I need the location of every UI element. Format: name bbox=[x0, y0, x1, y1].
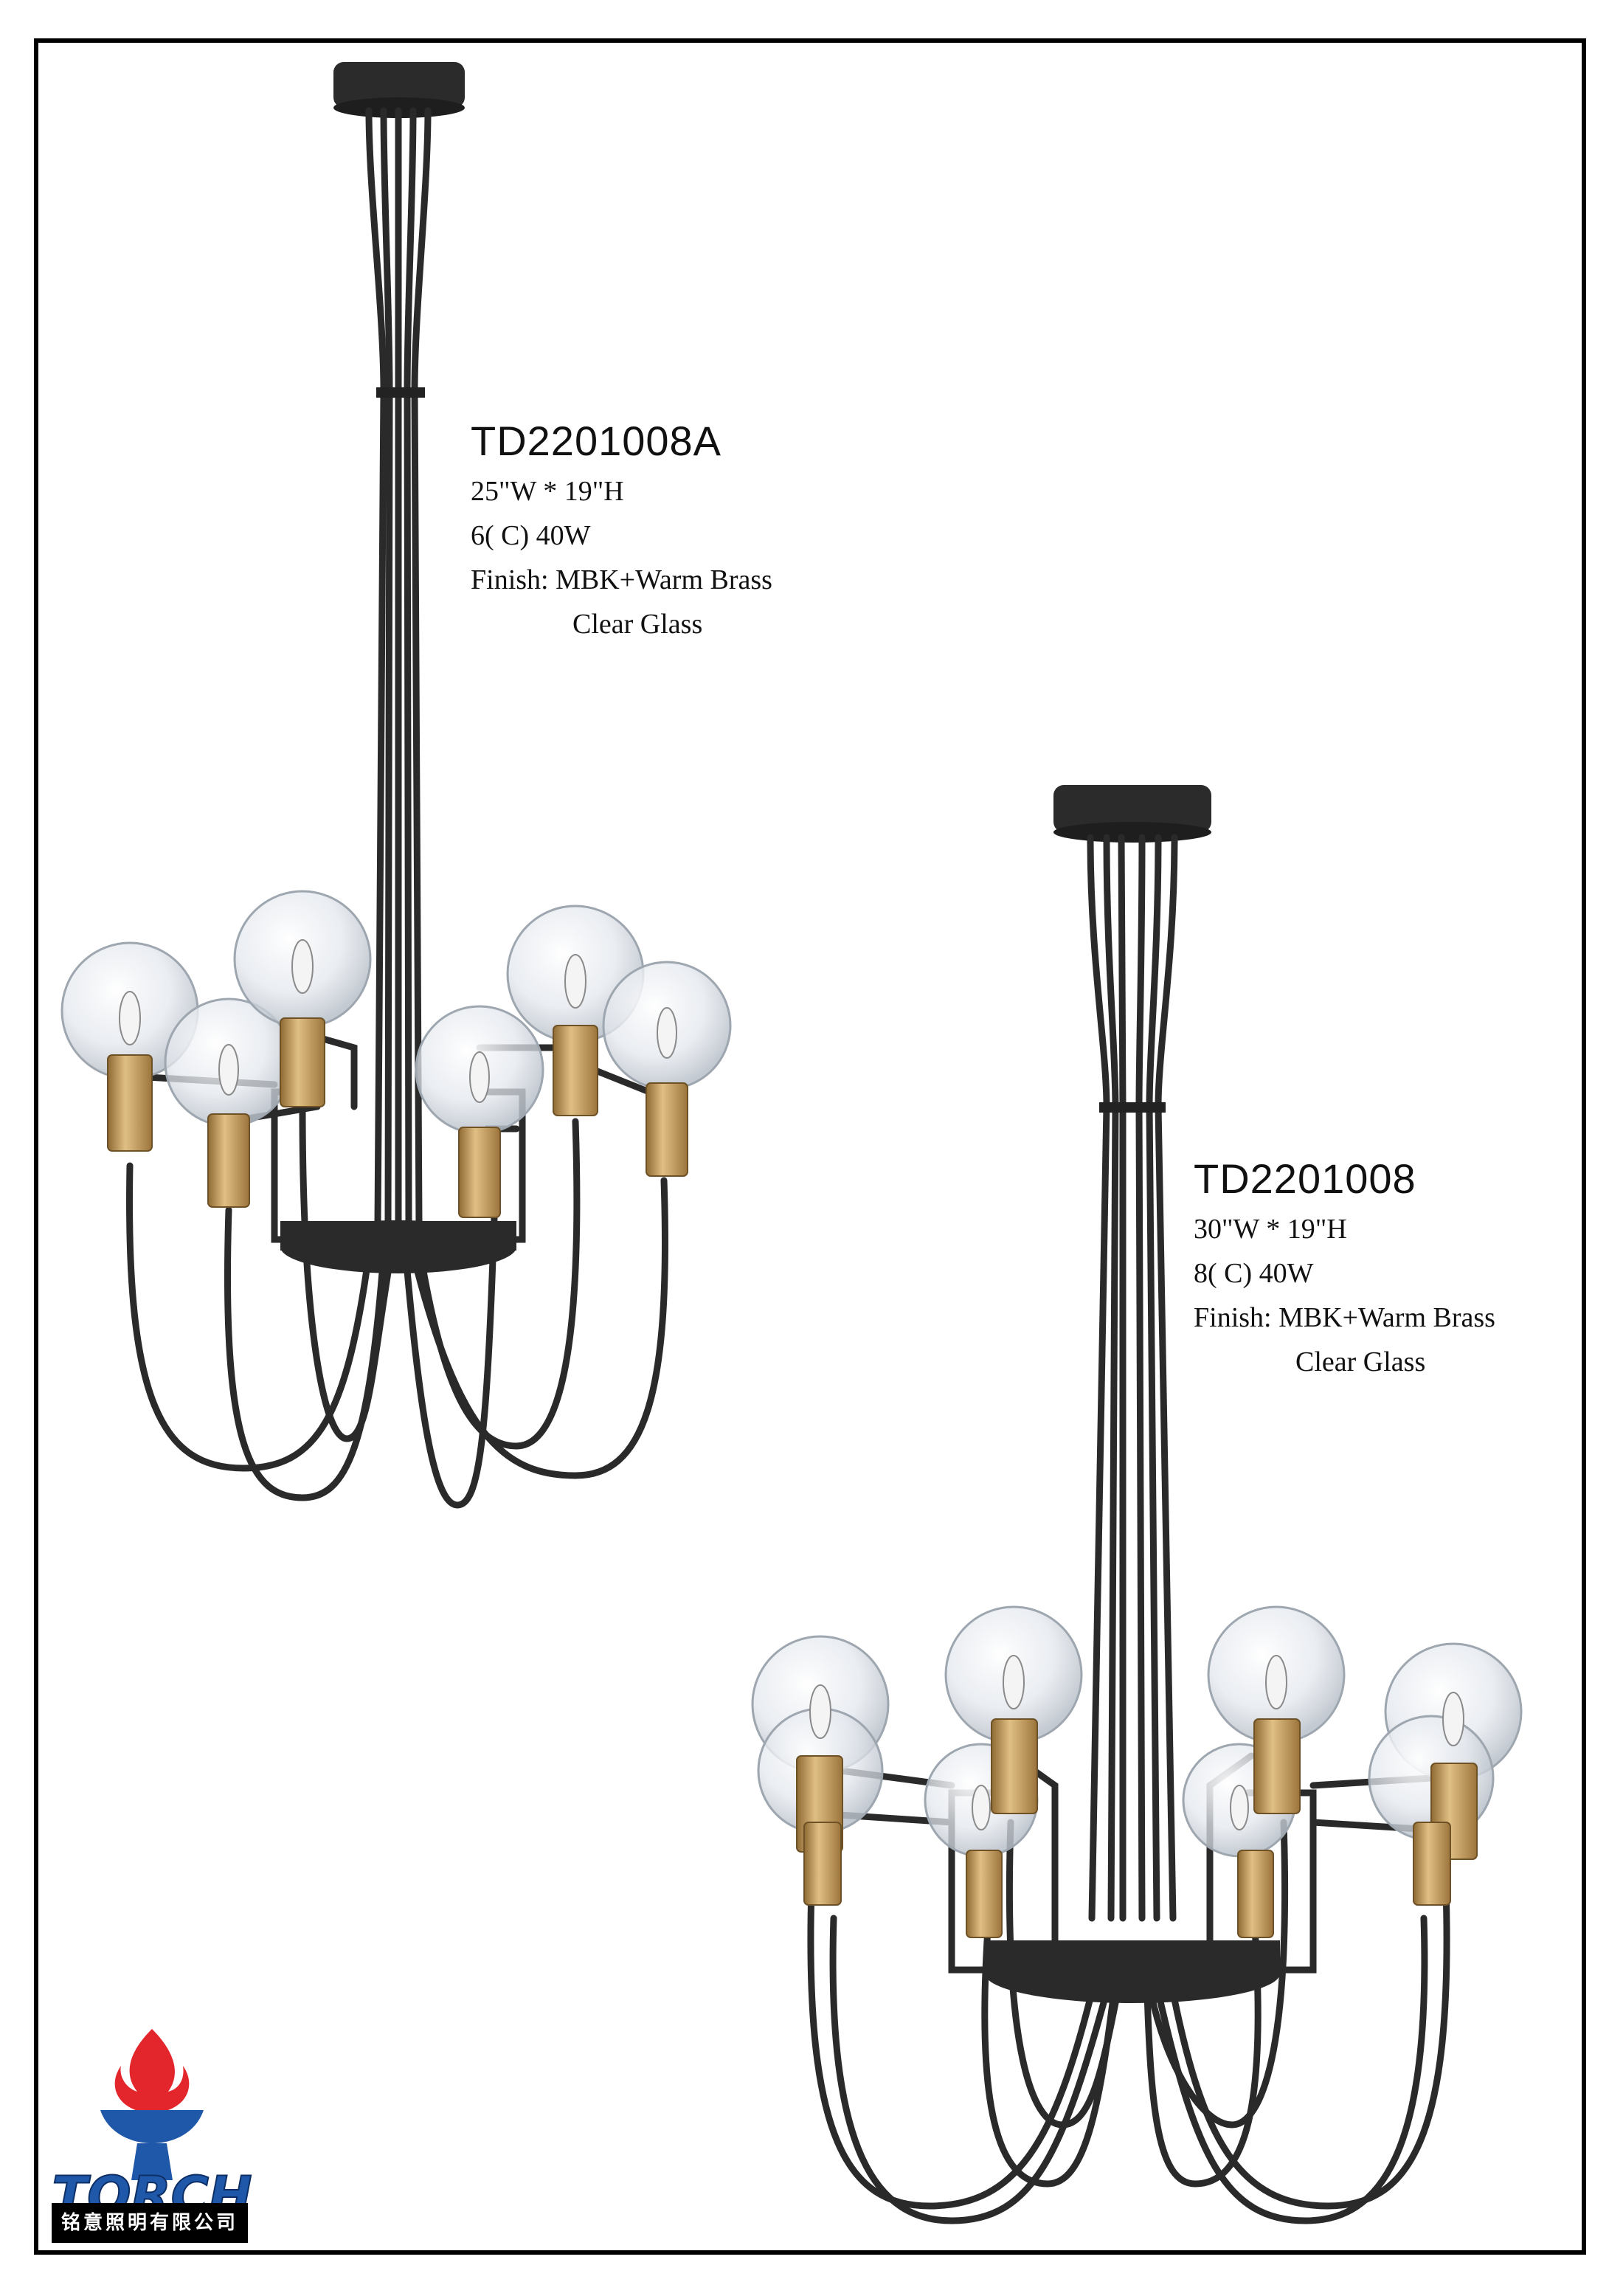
glass-type: Clear Glass bbox=[572, 609, 703, 640]
model-number: TD2201008 bbox=[1194, 1155, 1416, 1202]
chandelier-td2201008a bbox=[60, 62, 732, 1509]
chandelier-td2201008 bbox=[751, 785, 1523, 2224]
dimensions: 25"W * 19"H bbox=[471, 476, 624, 507]
dimensions: 30"W * 19"H bbox=[1194, 1214, 1347, 1245]
bulb-spec: 6( C) 40W bbox=[471, 520, 591, 551]
finish: Finish: MBK+Warm Brass bbox=[1194, 1302, 1495, 1333]
bulb-spec: 8( C) 40W bbox=[1194, 1258, 1314, 1289]
company-name: 铭意照明有限公司 bbox=[52, 2203, 248, 2243]
product-spec-td2201008: TD2201008 30"W * 19"H 8( C) 40W Finish: … bbox=[1194, 1155, 1495, 1384]
finish: Finish: MBK+Warm Brass bbox=[471, 564, 772, 595]
product-spec-td2201008a: TD2201008A 25"W * 19"H 6( C) 40W Finish:… bbox=[471, 418, 772, 646]
glass-type: Clear Glass bbox=[1295, 1346, 1426, 1377]
page-border bbox=[34, 38, 1586, 2255]
model-number: TD2201008A bbox=[471, 418, 722, 464]
